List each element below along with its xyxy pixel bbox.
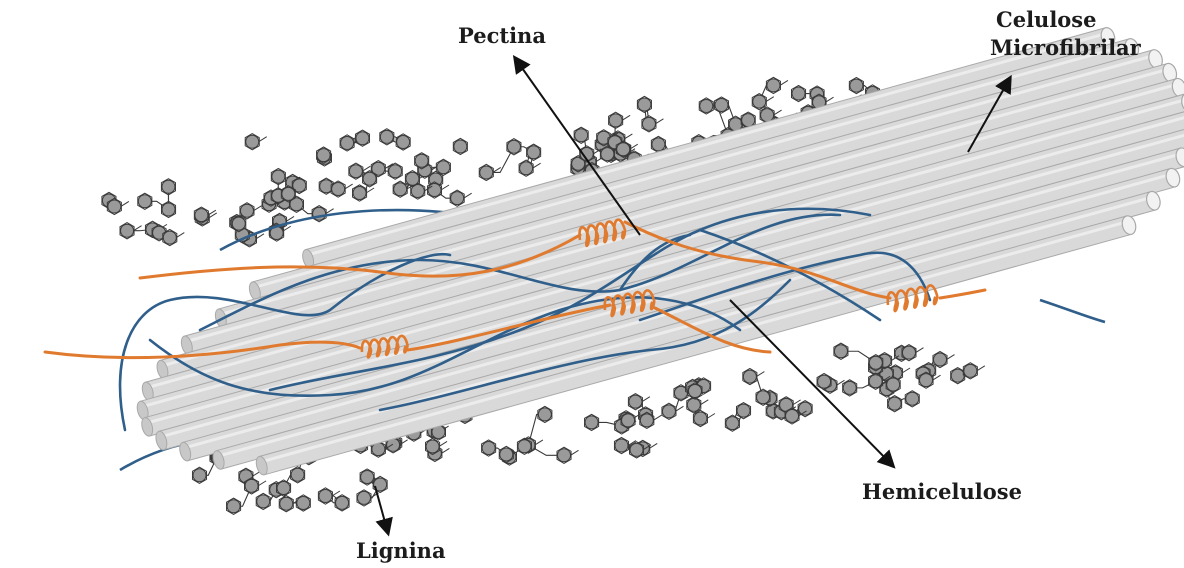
lignin-unit	[693, 410, 715, 426]
lignin-unit	[902, 345, 924, 361]
lignin-unit	[519, 160, 541, 176]
lignin-unit	[232, 215, 246, 231]
lignin-unit	[963, 363, 985, 379]
lignin-unit	[291, 467, 305, 483]
lignin-unit	[843, 380, 857, 396]
label-celulose-line1: Celulose	[990, 6, 1141, 34]
label-hemicelulose: Hemicelulose	[862, 478, 1022, 506]
lignin-unit	[834, 343, 848, 359]
lignin-unit	[766, 77, 788, 93]
lignin-unit	[240, 203, 262, 219]
lignin-unit	[743, 368, 765, 384]
lignin-unit	[849, 77, 863, 93]
lignin-unit	[640, 412, 662, 428]
lignin-unit	[517, 438, 531, 454]
lignin-unit	[192, 467, 206, 483]
label-pectina: Pectina	[458, 22, 546, 50]
lignin-unit	[161, 179, 175, 195]
label-lignina: Lignina	[356, 537, 446, 565]
lignin-unit	[388, 163, 402, 179]
lignin-unit	[245, 478, 267, 494]
lignin-unit	[227, 498, 241, 514]
lignin-unit	[507, 139, 521, 155]
lignin-unit	[736, 403, 750, 419]
lignin-unit	[527, 144, 541, 160]
lignin-unit	[335, 495, 349, 511]
lignin-unit	[355, 130, 369, 146]
lignin-unit	[163, 229, 185, 245]
lignin-unit	[107, 198, 129, 214]
lignin-unit	[396, 134, 410, 150]
lignin-unit	[271, 168, 285, 184]
lignin-unit	[281, 186, 295, 202]
lignin-unit	[642, 116, 664, 132]
lignin-unit	[331, 181, 353, 197]
label-celulose-line2: Microfibrilar	[990, 34, 1141, 62]
lignin-unit	[482, 440, 496, 456]
lignin-unit	[888, 396, 902, 412]
lignin-unit	[296, 495, 310, 511]
lignin-unit	[817, 373, 831, 389]
lignin-unit	[317, 147, 331, 163]
lignin-unit	[933, 351, 955, 367]
lignin-unit	[574, 127, 588, 143]
lignin-unit	[869, 355, 883, 371]
lignin-unit	[905, 391, 919, 407]
lignin-unit	[453, 138, 467, 154]
lignin-unit	[725, 415, 739, 431]
lignin-unit	[886, 376, 900, 392]
lignin-unit	[557, 447, 579, 463]
lignin-unit	[662, 403, 684, 419]
lignin-unit	[415, 153, 429, 169]
lignin-unit	[360, 469, 374, 485]
lignin-unit	[687, 397, 709, 413]
lignin-unit	[427, 182, 449, 198]
lignin-unit	[621, 412, 635, 428]
lignin-unit	[538, 406, 552, 422]
lignin-unit	[245, 134, 267, 150]
lignin-unit	[791, 85, 805, 101]
lignin-unit	[380, 129, 394, 145]
lignin-unit	[609, 112, 631, 128]
lignin-unit	[688, 383, 702, 399]
lignin-unit	[752, 94, 774, 110]
lignin-unit	[436, 159, 450, 175]
lignin-unit	[277, 480, 291, 496]
label-celulose-microfibrilar: Celulose Microfibrilar	[990, 6, 1141, 62]
lignin-unit	[756, 389, 770, 405]
lignin-unit	[714, 97, 728, 113]
lignina-arrow	[375, 486, 388, 533]
lignin-unit	[919, 372, 941, 388]
lignin-unit	[637, 96, 651, 112]
lignin-unit	[353, 185, 375, 201]
lignin-unit	[450, 190, 472, 206]
lignin-unit	[256, 493, 270, 509]
lignin-unit	[363, 171, 377, 187]
lignin-unit	[161, 201, 175, 217]
lignin-unit	[138, 193, 152, 209]
lignin-unit	[585, 414, 599, 430]
